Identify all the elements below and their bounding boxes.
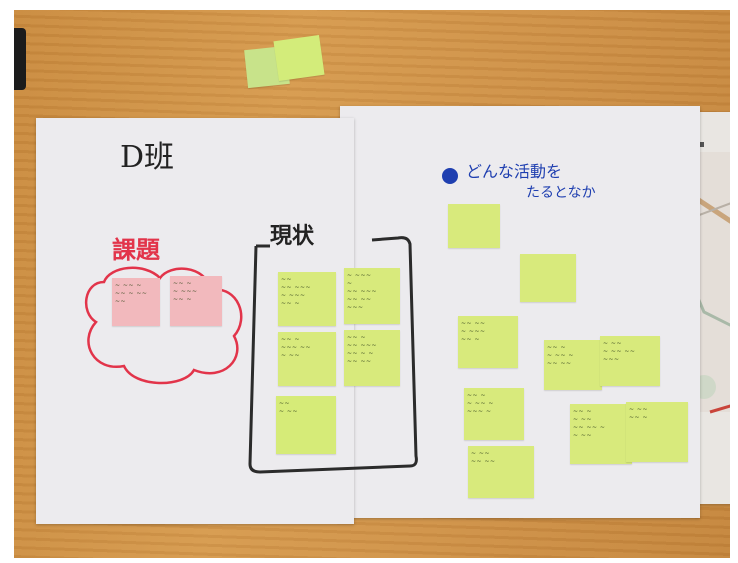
issues-heading: 課題 bbox=[112, 235, 160, 264]
current-status-frame bbox=[248, 236, 418, 474]
goal-note-3: ~~ ~~~ ~~~~~ ~ bbox=[458, 316, 518, 368]
blue-dot-icon bbox=[442, 168, 458, 184]
issue-note-2: ~~ ~~ ~~~~~ ~ bbox=[170, 276, 222, 326]
current-note-2: ~ ~~~~~~ ~~~~~ ~~~~~ bbox=[344, 268, 400, 324]
sticky-pad-front bbox=[273, 34, 325, 82]
wooden-table: D班 課題 ~ ~~ ~~~ ~ ~~~~ ~~ ~~ ~~~~~ ~ 現状 ~… bbox=[14, 10, 730, 558]
goal-note-6: ~~ ~~ ~~ ~~~~ ~ bbox=[464, 388, 524, 440]
red-cloud-outline bbox=[84, 266, 243, 385]
goal-heading: どんな活動を bbox=[466, 162, 563, 181]
current-status-heading: 現状 bbox=[270, 223, 315, 249]
issue-note-1: ~ ~~ ~~~ ~ ~~~~ bbox=[112, 278, 160, 326]
black-clip bbox=[14, 28, 26, 90]
goal-note-8: ~~ ~~ ~~~~ ~~ ~~ ~~ bbox=[570, 404, 632, 464]
current-note-4: ~~ ~~~ ~~~~~ ~ ~~~ ~~ bbox=[344, 330, 400, 386]
current-note-3: ~~ ~~~~ ~~~ ~~ bbox=[278, 332, 336, 386]
goal-note-4: ~~ ~~ ~~ ~~~ ~~ bbox=[544, 340, 602, 390]
goal-heading-line2: たるとなか bbox=[526, 185, 596, 201]
goal-note-7: ~ ~~~~ ~~ bbox=[468, 446, 534, 498]
current-note-5: ~~~ ~~ bbox=[276, 396, 336, 454]
group-label: D班 bbox=[120, 140, 175, 175]
goal-note-5: ~ ~~~ ~~ ~~~~~ bbox=[600, 336, 660, 386]
goal-note-2 bbox=[520, 254, 576, 302]
goal-note-9: ~ ~~~~ ~ bbox=[626, 402, 688, 462]
current-note-1: ~~~~ ~~~~ ~~~~~ ~ bbox=[278, 272, 336, 326]
goal-note-1 bbox=[448, 204, 500, 248]
